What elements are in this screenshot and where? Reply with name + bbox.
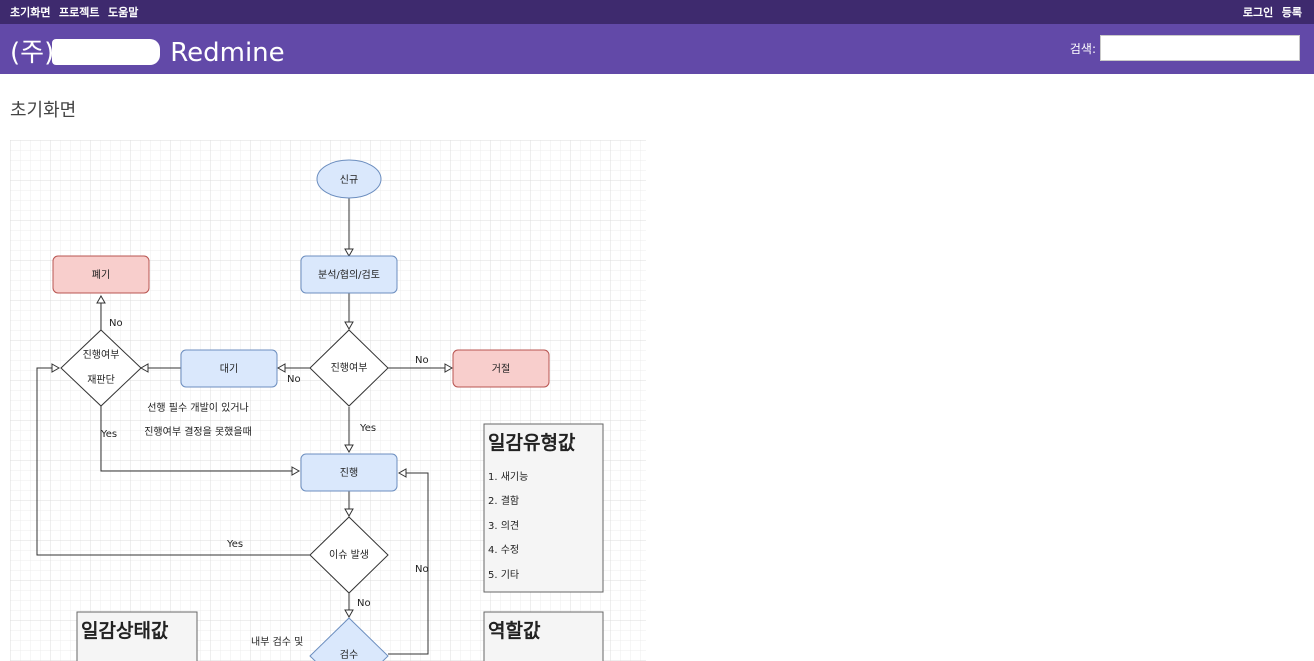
svg-text:일감유형값: 일감유형값 <box>488 432 576 454</box>
label-yes-issue: Yes <box>226 539 243 550</box>
top-menu: 초기화면 프로젝트 도움말 로그인 등록 <box>0 0 1314 24</box>
svg-text:진행여부: 진행여부 <box>331 362 368 374</box>
edge-rejudge-progress <box>100 406 301 476</box>
page-title: 초기화면 <box>10 100 77 121</box>
top-menu-left: 초기화면 프로젝트 도움말 <box>10 4 143 20</box>
svg-text:역할값: 역할값 <box>488 619 541 642</box>
label-yes-main: Yes <box>359 423 376 434</box>
redacted-company-name <box>52 39 161 65</box>
svg-text:4. 수정: 4. 수정 <box>488 544 519 556</box>
node-review: 검수 <box>309 617 389 661</box>
register-link[interactable]: 등록 <box>1281 6 1302 19</box>
node-rejudge: 진행여부 재판단 <box>60 329 142 407</box>
note-wait-line2: 진행여부 결정을 못했을때 <box>144 425 252 438</box>
menu-projects-link[interactable]: 프로젝트 <box>58 6 100 19</box>
svg-text:5. 기타: 5. 기타 <box>488 569 519 581</box>
node-decision-main: 진행여부 <box>309 329 389 407</box>
svg-text:재판단: 재판단 <box>87 374 115 386</box>
site-header: (주) Redmine 검색: <box>0 24 1314 74</box>
svg-text:일감상태값: 일감상태값 <box>81 620 169 642</box>
note-review-line1: 내부 검수 및 <box>251 636 303 648</box>
node-progress: 진행 <box>300 453 398 492</box>
node-issue: 이슈 발생 <box>309 516 389 594</box>
svg-text:검수: 검수 <box>340 649 358 661</box>
menu-home-link[interactable]: 초기화면 <box>10 6 51 19</box>
node-reject: 거절 <box>452 349 550 388</box>
site-title[interactable]: (주) Redmine <box>10 32 285 69</box>
login-link[interactable]: 로그인 <box>1242 6 1274 19</box>
svg-text:2. 결함: 2. 결함 <box>488 495 519 507</box>
label-no-issue: No <box>357 598 371 609</box>
label-no-review: No <box>415 564 429 575</box>
search-label: 검색: <box>1069 41 1096 56</box>
svg-text:신규: 신규 <box>340 174 358 186</box>
svg-text:거절: 거절 <box>492 362 510 375</box>
svg-text:대기: 대기 <box>220 363 238 375</box>
legend-roles: 역할값 <box>483 611 604 661</box>
note-wait-line1: 선행 필수 개발이 있거나 <box>147 402 249 414</box>
legend-issue-status: 일감상태값 <box>76 611 198 661</box>
legend-issue-types: 일감유형값 1. 새기능 2. 결함 3. 의견 4. 수정 5. 기타 <box>483 423 604 593</box>
node-start: 신규 <box>316 159 382 199</box>
node-analysis: 분석/협의/검토 <box>300 255 398 294</box>
menu-help-link[interactable]: 도움말 <box>107 6 139 19</box>
site-title-suffix: Redmine <box>170 38 285 68</box>
label-no-wait: No <box>287 374 301 385</box>
search-input[interactable] <box>1100 35 1300 61</box>
label-no-top: No <box>109 318 123 329</box>
label-no-reject: No <box>415 355 429 366</box>
svg-text:분석/협의/검토: 분석/협의/검토 <box>318 268 380 281</box>
svg-text:3. 의견: 3. 의견 <box>488 520 519 532</box>
quick-search: 검색: <box>1070 35 1300 61</box>
label-yes-rejudge: Yes <box>100 429 117 440</box>
node-wait: 대기 <box>180 349 278 388</box>
workflow-diagram: 신규 분석/협의/검토 폐기 진행여부 거절 대기 진행여부 재판단 진행 이슈… <box>10 140 646 661</box>
svg-text:진행여부: 진행여부 <box>83 349 120 361</box>
svg-text:진행: 진행 <box>340 467 358 479</box>
svg-text:1. 새기능: 1. 새기능 <box>488 471 528 483</box>
edge-review-progress <box>388 468 429 655</box>
edge-issue-rejudge <box>36 363 310 556</box>
site-title-prefix: (주) <box>10 38 55 68</box>
svg-text:폐기: 폐기 <box>92 269 110 281</box>
top-menu-right: 로그인 등록 <box>1238 4 1302 20</box>
svg-text:이슈 발생: 이슈 발생 <box>329 549 369 561</box>
node-discard: 폐기 <box>52 255 150 294</box>
